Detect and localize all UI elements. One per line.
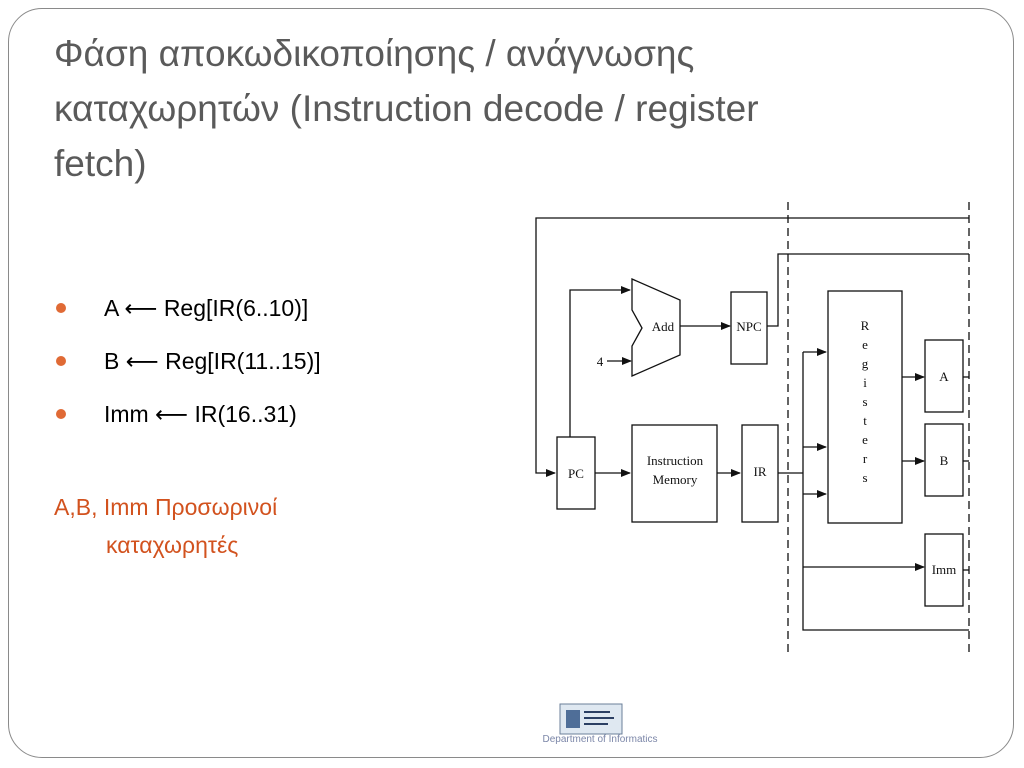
registers-letter: s	[862, 394, 867, 409]
registers-letter: e	[862, 337, 868, 352]
instruction-memory-label-1: Instruction	[647, 453, 704, 468]
slide-frame	[8, 8, 1014, 758]
registers-letter: i	[863, 375, 867, 390]
imm-register-label: Imm	[932, 562, 957, 577]
department-logo: Department of Informatics	[542, 703, 658, 745]
logo-lines	[584, 711, 614, 725]
pc-label: PC	[568, 466, 584, 481]
npc-box	[730, 291, 768, 365]
ir-label: IR	[754, 464, 767, 479]
registers-label: R e g i s t e r s	[861, 318, 870, 485]
bullet-list: A ⟵ Reg[IR(6..10)] B ⟵ Reg[IR(11..15)] I…	[54, 286, 321, 445]
registers-letter: t	[863, 413, 867, 428]
registers-box	[827, 290, 903, 524]
npc-label: NPC	[736, 319, 761, 334]
note-line-2: καταχωρητές	[106, 532, 239, 558]
registers-letter: R	[861, 318, 870, 333]
constant-four-label: 4	[597, 354, 604, 369]
bullet-item: A ⟵ Reg[IR(6..10)]	[54, 286, 321, 339]
bullet-dot-icon	[56, 356, 66, 366]
npc-output-wire	[767, 253, 969, 327]
bullet-dot-icon	[56, 303, 66, 313]
adder-shape	[631, 278, 681, 377]
logo-caption: Department of Informatics	[542, 734, 657, 745]
logo-mark	[566, 710, 580, 728]
bullet-text: B ⟵ Reg[IR(11..15)]	[104, 348, 321, 374]
pc-feedback-wire	[535, 217, 969, 477]
b-register-label: B	[940, 453, 949, 468]
registers-letter: s	[862, 470, 867, 485]
bullet-dot-icon	[56, 409, 66, 419]
instruction-memory-label-2: Memory	[653, 472, 698, 487]
title-line-1: Φάση αποκωδικοποίησης / ανάγνωσης	[54, 33, 695, 74]
title-line-2: καταχωρητών (Instruction decode / regist…	[54, 88, 759, 129]
registers-letter: g	[862, 356, 869, 371]
note-line-1: A,B, Imm Προσωρινοί	[54, 494, 278, 520]
add-label: Add	[652, 319, 675, 334]
b-register-box	[924, 423, 964, 497]
registers-letter: e	[862, 432, 868, 447]
pc-to-add-wire	[569, 286, 631, 437]
bullet-item: B ⟵ Reg[IR(11..15)]	[54, 339, 321, 392]
bullet-text: A ⟵ Reg[IR(6..10)]	[104, 295, 309, 321]
title-line-3: fetch)	[54, 143, 147, 184]
temporary-registers-note: A,B, Imm Προσωρινοί καταχωρητές	[54, 488, 277, 564]
bullet-item: Imm ⟵ IR(16..31)	[54, 392, 321, 445]
a-register-box	[924, 339, 964, 413]
registers-letter: r	[863, 451, 868, 466]
ir-bus	[802, 352, 969, 631]
bullet-text: Imm ⟵ IR(16..31)	[104, 401, 297, 427]
a-register-label: A	[939, 369, 949, 384]
slide-title: Φάση αποκωδικοποίησης / ανάγνωσης καταχω…	[54, 26, 914, 191]
